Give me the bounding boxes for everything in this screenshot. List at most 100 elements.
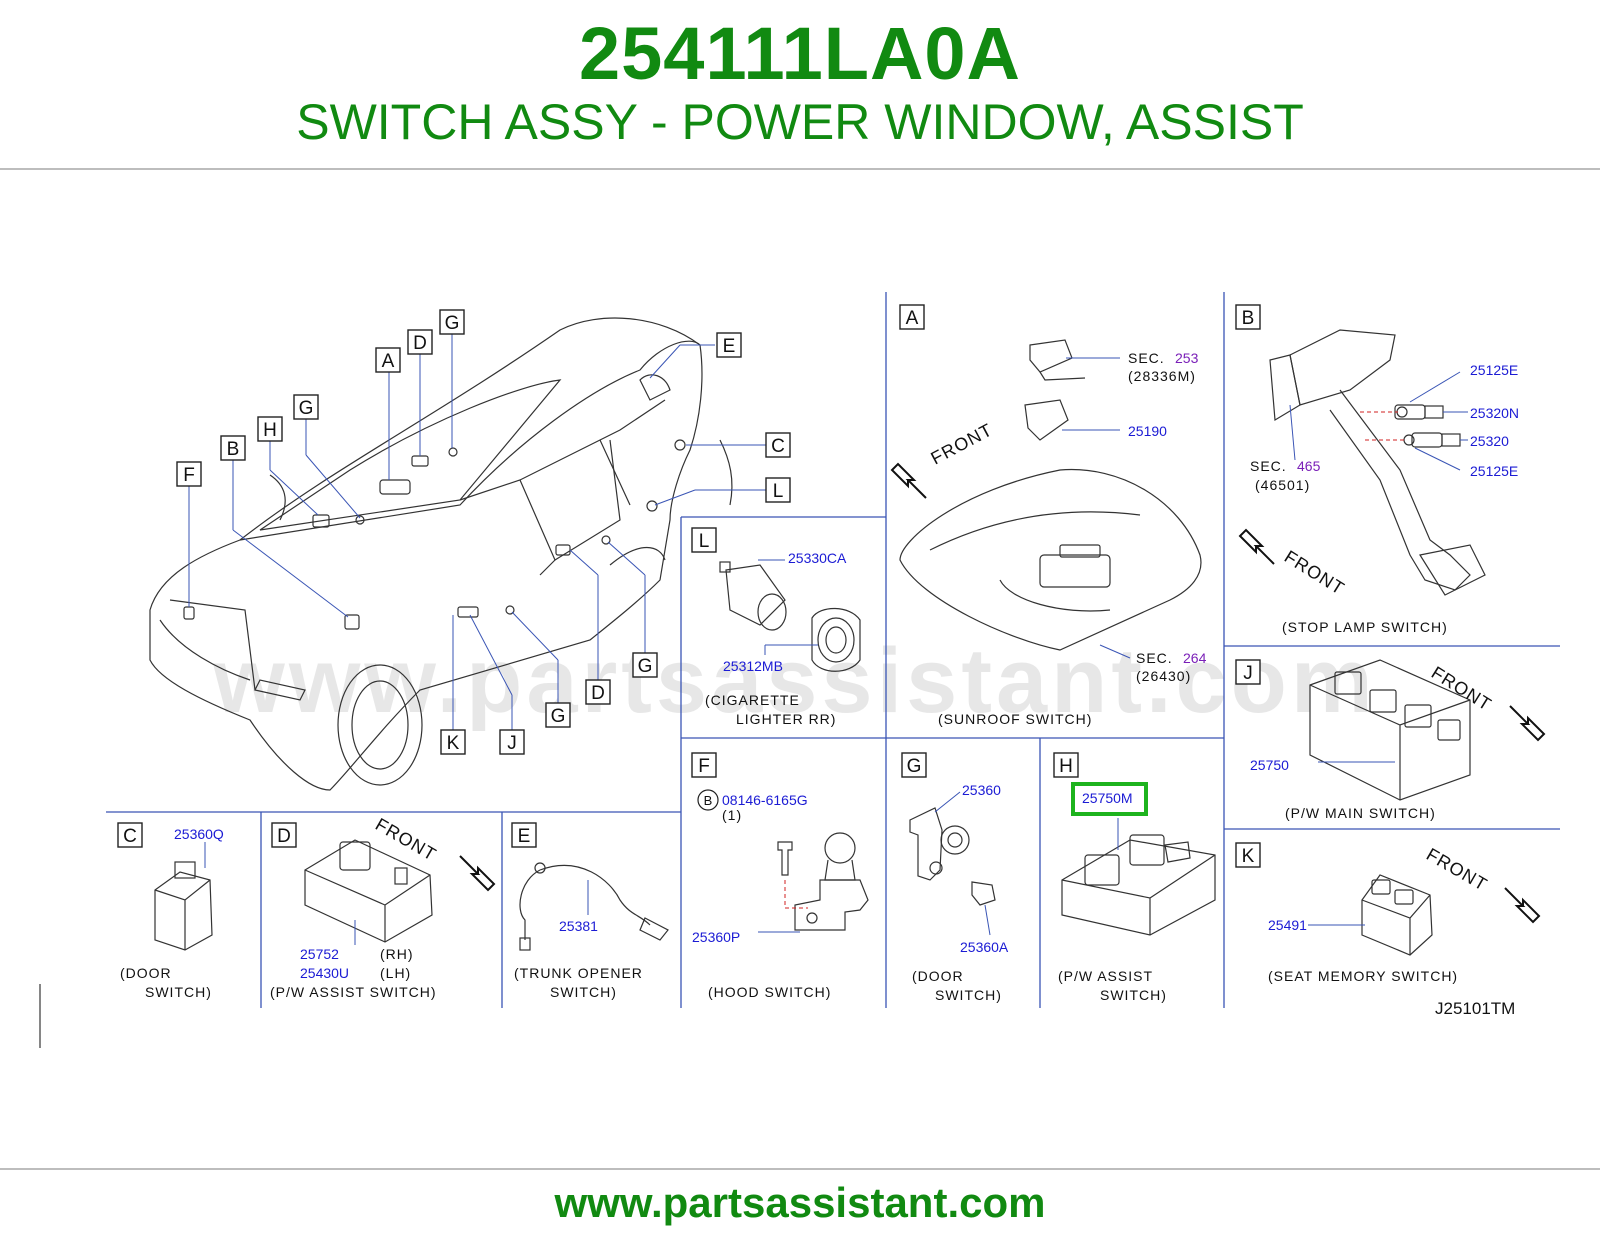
- panel-a-sunroof-switch: A SEC. 253 (28336M) 25190 SEC. 264 (2643…: [891, 304, 1207, 727]
- panel-g-door-switch: G 25360 25360A (DOOR SWITCH): [901, 752, 1009, 1003]
- svg-text:(DOOR: (DOOR: [912, 968, 964, 984]
- page-header: 254111LA0A SWITCH ASSY - POWER WINDOW, A…: [0, 0, 1600, 170]
- svg-text:(HOOD SWITCH): (HOOD SWITCH): [708, 984, 831, 1000]
- part-25750M[interactable]: 25750M: [1082, 790, 1133, 806]
- svg-text:SEC.: SEC.: [1250, 458, 1287, 474]
- part-25360[interactable]: 25360: [962, 782, 1001, 798]
- svg-text:(46501): (46501): [1255, 477, 1310, 493]
- svg-text:(STOP LAMP SWITCH): (STOP LAMP SWITCH): [1282, 619, 1448, 635]
- svg-text:J: J: [1243, 663, 1253, 684]
- svg-text:FRONT: FRONT: [1423, 844, 1491, 895]
- svg-text:F: F: [698, 756, 710, 777]
- svg-text:264: 264: [1183, 650, 1207, 666]
- part-number: 254111LA0A: [578, 12, 1021, 95]
- svg-text:D: D: [413, 333, 427, 354]
- part-25125E[interactable]: 25125E: [1470, 362, 1518, 378]
- callout-E: E: [716, 332, 742, 358]
- panel-dividers: [39, 292, 1560, 1048]
- svg-text:SWITCH): SWITCH): [935, 987, 1002, 1003]
- overview-callouts: A D G G H B F E C L G D G K J: [176, 309, 791, 755]
- svg-text:A: A: [382, 351, 395, 372]
- callout-F: F: [176, 461, 202, 487]
- part-25381[interactable]: 25381: [559, 918, 598, 934]
- part-name: SWITCH ASSY - POWER WINDOW, ASSIST: [296, 94, 1304, 150]
- panel-b-stop-lamp-switch: B 25125E 25320N 25320 25125E SEC. 465: [1235, 304, 1519, 635]
- svg-text:(SUNROOF SWITCH): (SUNROOF SWITCH): [938, 711, 1092, 727]
- bolt-tag-b: B: [697, 789, 719, 811]
- part-25125E[interactable]: 25125E: [1470, 463, 1518, 479]
- svg-text:G: G: [551, 706, 566, 727]
- svg-text:F: F: [183, 465, 195, 486]
- svg-text:G: G: [445, 313, 460, 334]
- part-25360A[interactable]: 25360A: [960, 939, 1009, 955]
- svg-text:B: B: [704, 793, 713, 808]
- callout-D: D: [407, 329, 433, 355]
- part-25750[interactable]: 25750: [1250, 757, 1289, 773]
- svg-text:G: G: [638, 656, 653, 677]
- svg-text:D: D: [277, 826, 291, 847]
- drawing-code: J25101TM: [1435, 999, 1515, 1018]
- part-25190[interactable]: 25190: [1128, 423, 1167, 439]
- header-divider: [0, 168, 1600, 170]
- svg-text:H: H: [1059, 756, 1073, 777]
- svg-text:(RH): (RH): [380, 946, 414, 962]
- callout-G: G: [293, 394, 319, 420]
- part-25360P[interactable]: 25360P: [692, 929, 740, 945]
- part-25312MB[interactable]: 25312MB: [723, 658, 783, 674]
- svg-text:(P/W ASSIST: (P/W ASSIST: [1058, 968, 1153, 984]
- svg-text:FRONT: FRONT: [927, 419, 996, 468]
- callout-H: H: [257, 416, 283, 442]
- panel-d-pw-assist-switch: D 25752 (RH) 25430U (LH) FRONT (P/W ASSI…: [270, 814, 495, 1000]
- svg-text:(P/W ASSIST SWITCH): (P/W ASSIST SWITCH): [270, 984, 437, 1000]
- footer-divider: [0, 1168, 1600, 1170]
- callout-K: K: [440, 729, 466, 755]
- svg-text:(LH): (LH): [380, 965, 411, 981]
- svg-text:SWITCH): SWITCH): [145, 984, 212, 1000]
- svg-text:G: G: [907, 756, 922, 777]
- callout-G: G: [632, 652, 658, 678]
- part-25330CA[interactable]: 25330CA: [788, 550, 847, 566]
- svg-text:G: G: [299, 398, 314, 419]
- callout-B: B: [220, 435, 246, 461]
- svg-text:SWITCH): SWITCH): [550, 984, 617, 1000]
- svg-text:H: H: [263, 420, 277, 441]
- svg-text:FRONT: FRONT: [1428, 662, 1495, 714]
- callout-G: G: [439, 309, 465, 335]
- panel-l-cigarette-lighter: L 25330CA 25312MB (CIGARETTE LIGHTER RR): [691, 527, 861, 727]
- svg-text:K: K: [447, 733, 460, 754]
- panel-k-seat-memory-switch: K 25491 FRONT (SEAT MEMORY SWITCH): [1235, 842, 1540, 984]
- svg-text:D: D: [591, 683, 605, 704]
- callout-G: G: [545, 702, 571, 728]
- vehicle-overview: [149, 317, 733, 791]
- svg-text:(DOOR: (DOOR: [120, 965, 172, 981]
- part-25752[interactable]: 25752: [300, 946, 339, 962]
- svg-text:LIGHTER RR): LIGHTER RR): [736, 711, 836, 727]
- svg-text:(SEAT MEMORY SWITCH): (SEAT MEMORY SWITCH): [1268, 968, 1458, 984]
- svg-text:K: K: [1242, 846, 1255, 867]
- svg-text:L: L: [773, 481, 784, 502]
- part-25430U[interactable]: 25430U: [300, 965, 349, 981]
- svg-text:E: E: [518, 826, 531, 847]
- part-25491[interactable]: 25491: [1268, 917, 1307, 933]
- svg-text:A: A: [906, 308, 919, 329]
- callout-J: J: [499, 729, 525, 755]
- svg-text:SEC.: SEC.: [1136, 650, 1173, 666]
- callout-L: L: [765, 477, 791, 503]
- svg-text:465: 465: [1297, 458, 1321, 474]
- panel-e-trunk-opener-switch: E 25381 (TRUNK OPENER SWITCH): [511, 822, 669, 1000]
- part-25320N[interactable]: 25320N: [1470, 405, 1519, 421]
- svg-text:SEC.: SEC.: [1128, 350, 1165, 366]
- svg-text:E: E: [723, 336, 736, 357]
- part-08146-6165G[interactable]: 08146-6165G: [722, 792, 808, 808]
- svg-text:L: L: [699, 531, 710, 552]
- svg-text:(28336M): (28336M): [1128, 368, 1196, 384]
- callout-A: A: [375, 347, 401, 373]
- panel-f-hood-switch: F B 08146-6165G (1) 25360P (HOOD SWITCH): [691, 752, 869, 1000]
- svg-text:253: 253: [1175, 350, 1199, 366]
- part-25320[interactable]: 25320: [1470, 433, 1509, 449]
- footer-website[interactable]: www.partsassistant.com: [554, 1179, 1046, 1226]
- svg-text:C: C: [771, 436, 785, 457]
- svg-text:(26430): (26430): [1136, 668, 1191, 684]
- part-25360Q[interactable]: 25360Q: [174, 826, 224, 842]
